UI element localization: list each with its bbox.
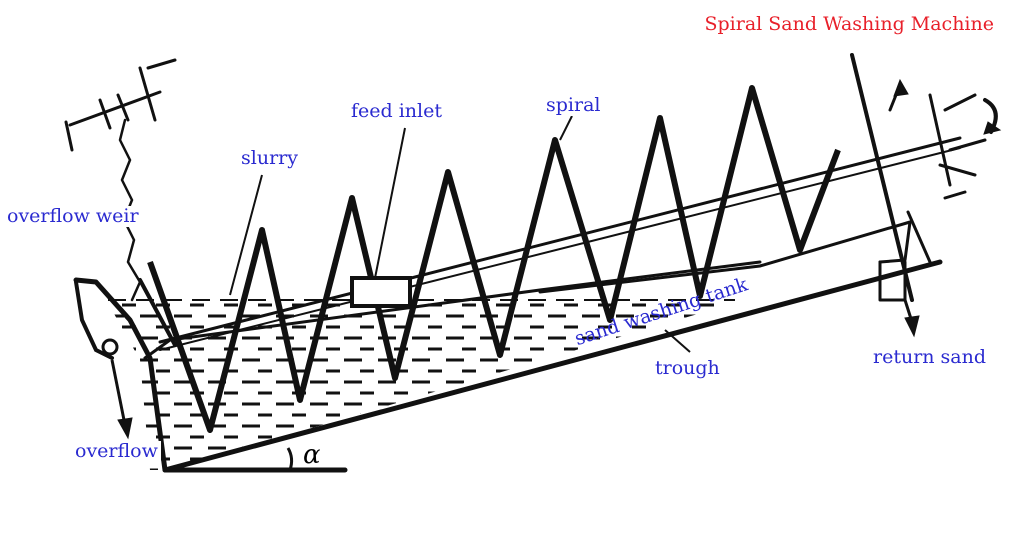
label-slurry: slurry [238, 148, 301, 169]
diagram-title: Spiral Sand Washing Machine [704, 13, 995, 35]
label-overflow: overflow [72, 441, 161, 462]
return-sand-arrow [903, 299, 920, 338]
label-feed-inlet: feed inlet [348, 101, 445, 122]
label-overflow-weir: overflow weir [4, 206, 142, 227]
drive-assembly [850, 53, 1002, 302]
leader-lines [229, 115, 691, 353]
label-spiral: spiral [543, 95, 604, 116]
label-return-sand: return sand [870, 347, 990, 368]
label-trough: trough [652, 358, 723, 379]
lifting-gear [64, 58, 177, 347]
feed-inlet-box [350, 276, 412, 308]
trough-body [73, 210, 943, 473]
slurry-water [108, 299, 735, 470]
spiral-blades [147, 85, 841, 433]
overflow-arrow [110, 359, 133, 440]
overflow-weir [74, 280, 119, 360]
angle-marker [286, 447, 294, 471]
label-angle-alpha: α [303, 440, 321, 470]
